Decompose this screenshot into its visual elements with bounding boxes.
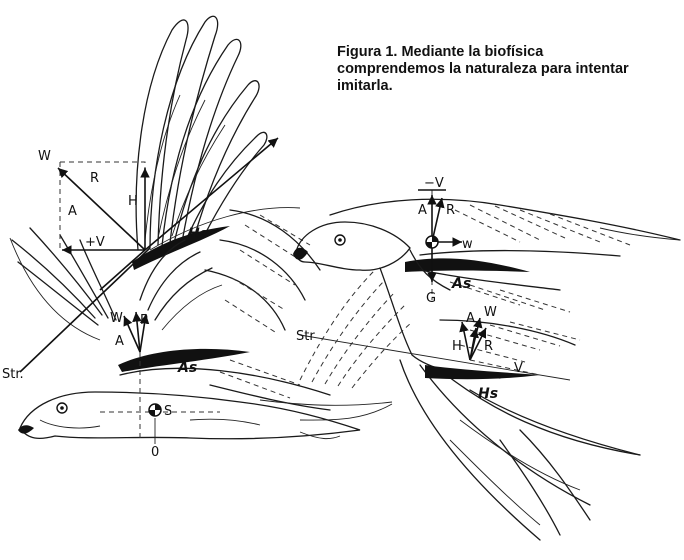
left-bird-vectors xyxy=(20,138,278,444)
label-as-right: As xyxy=(451,276,471,292)
label-w2-right: W xyxy=(484,305,497,320)
label-w-top: W xyxy=(38,149,51,164)
label-as-left: As xyxy=(177,360,197,376)
label-w-right: w xyxy=(462,237,473,252)
label-a-top: A xyxy=(68,204,77,219)
label-str-left: Str. xyxy=(2,367,24,382)
label-v2-right: V xyxy=(514,361,523,376)
label-r-low: R xyxy=(140,313,149,328)
label-h-right: H xyxy=(452,339,462,354)
label-v-top: +V xyxy=(85,235,105,250)
right-near-wing xyxy=(400,320,640,540)
label-h-top: H xyxy=(128,194,138,209)
figure-caption: Figura 1. Mediante la biofísica comprend… xyxy=(337,44,637,95)
label-r-right: R xyxy=(446,203,455,218)
right-bird: −V A R w G As Str A W H R V Hs xyxy=(293,176,680,540)
left-bird-body xyxy=(18,392,392,439)
right-bird-head xyxy=(293,222,410,270)
label-a-low: A xyxy=(115,334,124,349)
label-str-right: Str xyxy=(296,329,315,344)
left-bird: W R A H +V Hs W R A As Str. S 0 xyxy=(2,16,392,460)
label-a2-right: A xyxy=(466,311,475,326)
label-r-top: R xyxy=(90,171,99,186)
label-r2-right: R xyxy=(484,339,493,354)
label-w-low: W xyxy=(110,311,123,326)
label-g: G xyxy=(426,291,436,306)
left-lower-wing xyxy=(118,349,392,410)
right-bird-vectors xyxy=(300,190,570,380)
label-minus-v: −V xyxy=(424,176,444,191)
left-upper-wing xyxy=(132,16,300,270)
label-hs-right: Hs xyxy=(478,386,498,402)
right-far-wing xyxy=(330,199,680,312)
label-hs-left: Hs xyxy=(188,226,208,242)
label-zero: 0 xyxy=(151,445,159,460)
label-s: S xyxy=(164,404,172,419)
right-ghost-wing xyxy=(300,270,412,388)
label-a-right: A xyxy=(418,203,427,218)
